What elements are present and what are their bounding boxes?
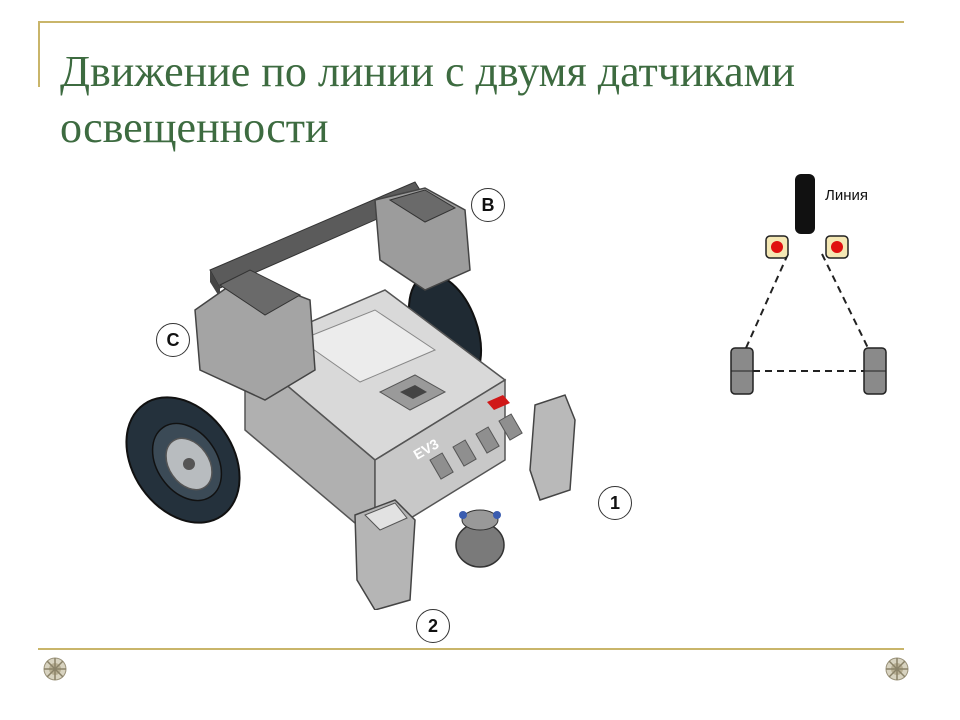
- line-label: Линия: [825, 187, 869, 204]
- decorative-gear-icon: [885, 657, 909, 681]
- port-label-1: 1: [598, 486, 632, 520]
- slide-title: Движение по линии с двумя датчиками осве…: [60, 47, 796, 152]
- bottom-rule: [38, 648, 904, 650]
- sensor-diagram: [730, 174, 887, 395]
- top-rule: [38, 21, 904, 23]
- robot-illustration: EV3: [125, 181, 576, 610]
- black-line: [795, 174, 815, 234]
- port-label-c: C: [156, 323, 190, 357]
- port-label-2: 2: [416, 609, 450, 643]
- left-rule: [38, 21, 40, 87]
- port-label-b: B: [471, 188, 505, 222]
- decorative-gear-icon: [43, 657, 67, 681]
